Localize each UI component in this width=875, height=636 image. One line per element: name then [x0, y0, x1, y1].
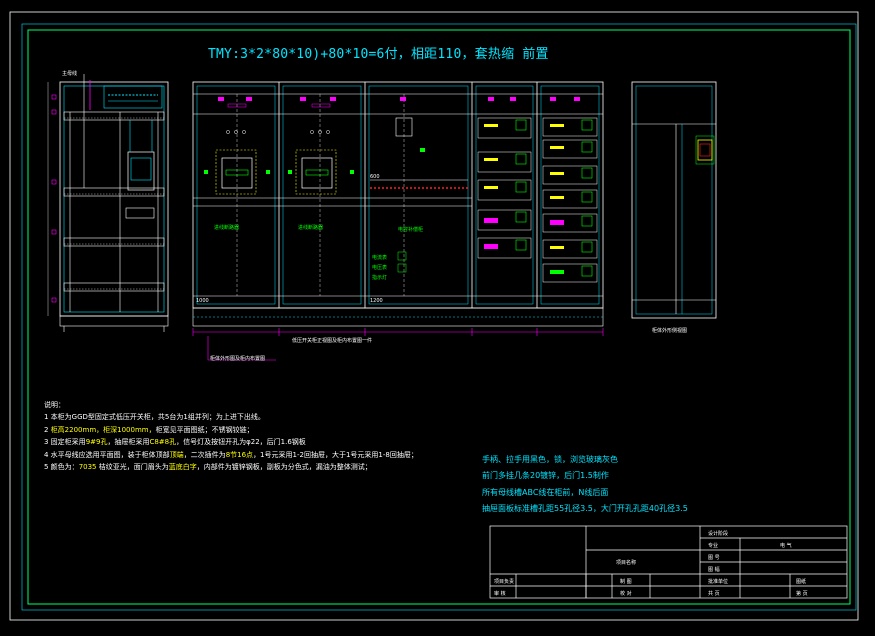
- tb-checker: 校 对: [620, 591, 632, 597]
- tb-total-pages: 共 页: [708, 591, 720, 597]
- panel1-label: 进线断路器: [214, 225, 240, 231]
- requirement-2: 前门多挂几条20镀锌，后门1.5制作: [482, 471, 609, 481]
- right-view-caption: 柜体外形侧视图: [652, 328, 688, 334]
- notes-heading: 说明：: [44, 401, 65, 409]
- tb-reviewer: 审 核: [494, 591, 506, 597]
- indicator-a: 电流表: [372, 255, 388, 261]
- note-2: 2 柜高2200mm，柜深1000mm，柜宽见平面图纸；不锈钢铰链；: [44, 425, 254, 434]
- tb-page-no: 第 页: [796, 591, 808, 597]
- tb-drawing-label: 图纸: [796, 579, 807, 585]
- panel3-label: 电容补偿柜: [398, 227, 424, 233]
- inner-frame: [27, 29, 851, 605]
- front-view: [192, 81, 604, 361]
- requirements-block: 手柄、拉手用黑色，锁，浏览玻璃灰色 前门多挂几条20镀锌，后门1.5制作 所有母…: [482, 452, 688, 518]
- panel2-label: 进线断路器: [298, 225, 324, 231]
- tb-discipline-value: 电 气: [780, 543, 792, 549]
- dim-600: 600: [370, 174, 380, 180]
- dim-1200: 1200: [370, 298, 383, 304]
- drawing-title: TMY:3*2*80*10)+80*10=6付，相距110，套热缩 前置: [208, 47, 549, 62]
- outer-frame: [9, 11, 859, 621]
- tb-approving-unit: 批准单位: [708, 579, 729, 585]
- requirement-1: 手柄、拉手用黑色，锁，浏览玻璃灰色: [482, 455, 618, 464]
- front-view-caption: 低压开关柜正视图及柜内布置图一件: [292, 338, 373, 344]
- indicator-c: 指示灯: [372, 275, 388, 281]
- side-view-cabinet: [47, 74, 169, 332]
- indicator-b: 电压表: [372, 265, 388, 271]
- note-4: 4 水平母线应选用平面图，装于柜体顶部顶端，二次插件为8节16点，1号元采用1-…: [44, 450, 418, 459]
- note-5: 5 颜色为：7035 桔纹亚光，面门眉头为蓝底白字，内部件为镀锌钢板，副板为分色…: [44, 463, 372, 472]
- side-view-caption: 柜体外形图及柜内布置图: [210, 356, 266, 362]
- tb-sheet-size: 图 幅: [708, 567, 720, 573]
- tb-design-stage: 设计阶段: [708, 531, 729, 537]
- tb-project-name: 项目名称: [616, 560, 637, 566]
- tb-drawing-no: 图 号: [708, 555, 720, 561]
- note-3: 3 固定柜采用9#9孔，抽屉柜采用C8#8孔，信号灯及按钮开孔为φ22，后门1.…: [44, 438, 306, 447]
- tb-discipline: 专业: [708, 543, 719, 549]
- notes-block: 说明： 1 本柜为GGD型固定式低压开关柜，共5台为1组并列；为上进下出线。 2…: [44, 399, 418, 473]
- note-1: 1 本柜为GGD型固定式低压开关柜，共5台为1组并列；为上进下出线。: [44, 413, 265, 422]
- right-side-view: [631, 81, 717, 319]
- requirement-3: 所有母线槽ABC线在柜前，N线后面: [482, 487, 609, 497]
- requirement-4: 抽屉面板标准槽孔距55孔径3.5，大门开孔孔距40孔径3.5: [482, 504, 688, 514]
- side-view-top-label: 主母线: [62, 71, 78, 77]
- title-block-grid: [489, 525, 848, 599]
- dim-1000: 1000: [196, 298, 209, 304]
- tb-drawn-by: 制 图: [620, 579, 632, 585]
- drawer-units: [477, 117, 598, 283]
- mid-frame: [21, 23, 857, 611]
- tb-project-lead: 项目负责: [494, 579, 515, 585]
